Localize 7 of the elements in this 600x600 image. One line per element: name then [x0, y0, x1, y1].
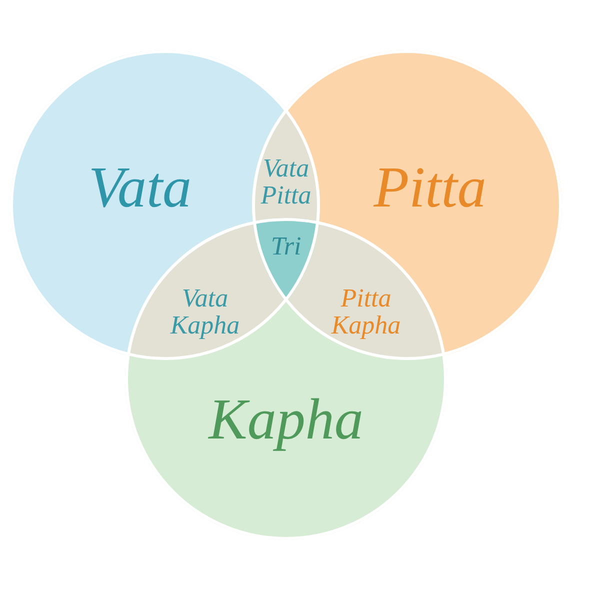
region-label: Vata Pitta [260, 154, 312, 210]
dosha-label: Kapha [207, 390, 364, 450]
region-label: Pitta Kapha [330, 284, 402, 340]
region-label: Vata Kapha [169, 284, 241, 340]
dosha-label: Vata [87, 158, 193, 218]
dosha-label: Pitta [372, 158, 488, 218]
region-label: Tri [270, 232, 302, 260]
